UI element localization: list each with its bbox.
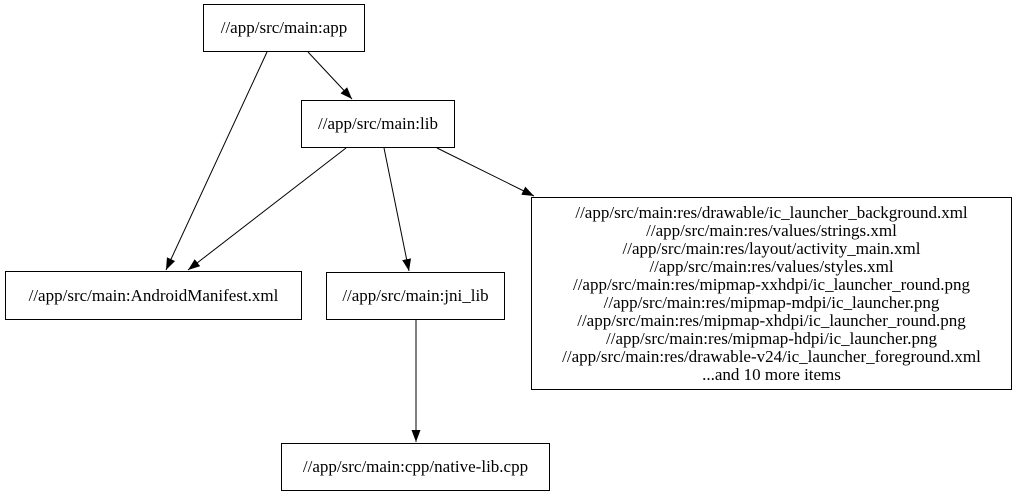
edge-app-to-lib bbox=[307, 51, 353, 100]
node-android-manifest-label: //app/src/main:AndroidManifest.xml bbox=[28, 285, 279, 305]
resource-item: //app/src/main:res/values/styles.xml bbox=[649, 256, 894, 276]
node-jni-lib-label: //app/src/main:jni_lib bbox=[342, 286, 489, 305]
node-native-lib-cpp-label: //app/src/main:cpp/native-lib.cpp bbox=[302, 457, 529, 476]
resource-item: //app/src/main:res/values/strings.xml bbox=[646, 220, 897, 240]
resource-item: //app/src/main:res/mipmap-mdpi/ic_launch… bbox=[603, 292, 940, 312]
resource-overflow-note: ...and 10 more items bbox=[702, 364, 841, 384]
node-lib: //app/src/main:lib bbox=[301, 100, 455, 148]
resource-item: //app/src/main:res/mipmap-xhdpi/ic_launc… bbox=[577, 310, 966, 330]
node-android-manifest: //app/src/main:AndroidManifest.xml bbox=[5, 271, 302, 320]
node-jni-lib: //app/src/main:jni_lib bbox=[326, 272, 505, 320]
resource-item: //app/src/main:res/mipmap-xxhdpi/ic_laun… bbox=[572, 274, 971, 294]
node-native-lib-cpp: //app/src/main:cpp/native-lib.cpp bbox=[281, 443, 550, 491]
resource-item: //app/src/main:res/drawable-v24/ic_launc… bbox=[562, 346, 981, 366]
node-app: //app/src/main:app bbox=[203, 4, 365, 52]
node-app-label: //app/src/main:app bbox=[220, 18, 348, 37]
node-lib-label: //app/src/main:lib bbox=[318, 114, 438, 133]
resource-item: //app/src/main:res/mipmap-hdpi/ic_launch… bbox=[606, 328, 937, 348]
resource-item: //app/src/main:res/drawable/ic_launcher_… bbox=[575, 202, 968, 222]
edge-lib-to-jni-lib bbox=[383, 147, 412, 272]
resource-item: //app/src/main:res/layout/activity_main.… bbox=[622, 238, 921, 258]
edge-lib-to-resources-group bbox=[436, 147, 535, 197]
edge-app-to-android-manifest bbox=[165, 51, 268, 271]
edge-lib-to-android-manifest bbox=[187, 147, 347, 271]
node-resources-group: //app/src/main:res/drawable/ic_launcher_… bbox=[531, 197, 1012, 390]
